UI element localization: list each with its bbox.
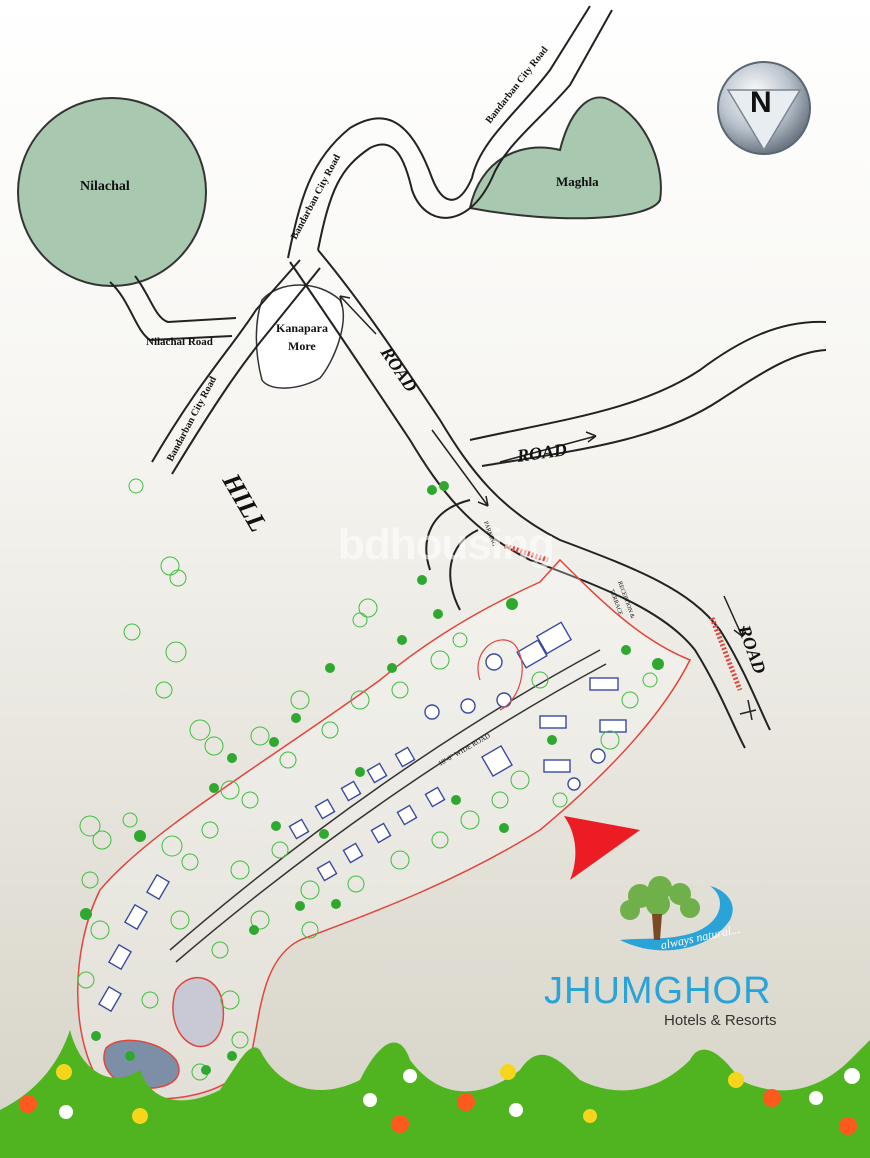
nilachal-area: [17, 97, 207, 287]
tree-logo-icon: [620, 876, 733, 951]
road-label-horizontal: ROAD: [515, 439, 568, 466]
brand-logo: always natural... JHUMGHOR Hotels & Reso…: [540, 870, 810, 1040]
palm-trees: [80, 481, 664, 1075]
maghla-area: [468, 96, 662, 220]
kanapara-label-line2: More: [288, 339, 316, 353]
kanapara-area: [255, 284, 344, 389]
nilachal-label: Nilachal: [80, 179, 130, 194]
cottages: [97, 621, 627, 1013]
compass-icon: N: [716, 60, 812, 156]
bandarban-city-road-label-lower: Bandarban City Road: [165, 374, 219, 463]
road-label-right: ROAD: [734, 622, 770, 677]
road-arrows: [339, 295, 757, 721]
compass-north-label: N: [750, 86, 772, 119]
walking-loop: [477, 639, 523, 711]
bandarban-city-road-label-middle: Bandarban City Road: [289, 152, 343, 241]
brand-name: JHUMGHOR: [544, 970, 772, 1012]
road-label-diagonal: ROAD: [376, 342, 421, 395]
hill-label: HILL: [216, 468, 273, 537]
kanapara-label-line1: Kanapara: [276, 321, 328, 335]
swimming-pool: [172, 976, 225, 1048]
watermark: bdhousing: [338, 520, 555, 569]
bandarban-city-road-label-upper: Bandarban City Road: [484, 44, 551, 126]
grass-border: [0, 1030, 870, 1158]
parking-strip: [504, 543, 743, 691]
lake: [103, 1039, 180, 1089]
internal-road: [169, 649, 607, 963]
road-network: [109, 5, 827, 749]
nilachal-road-label: Nilachal Road: [146, 336, 213, 348]
maghla-label: Maghla: [556, 174, 599, 189]
flowers: [19, 1064, 860, 1135]
tree-clusters: [77, 478, 658, 1081]
brand-subtitle: Hotels & Resorts: [664, 1012, 777, 1029]
location-pointer-icon: [564, 816, 640, 880]
compass-badge-icon: [717, 61, 811, 155]
